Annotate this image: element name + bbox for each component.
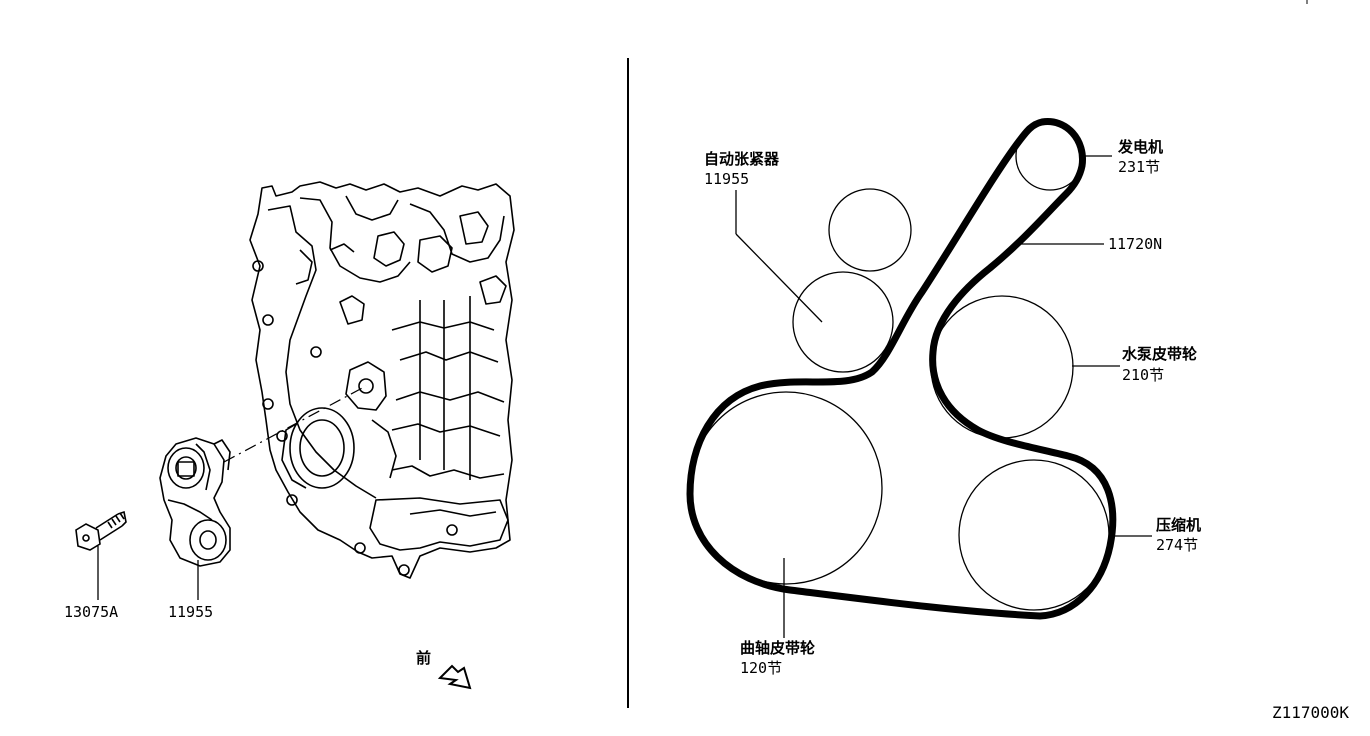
tensioner-name: 自动张紧器 [704, 150, 780, 168]
belt-part-number: 11720N [1108, 235, 1163, 253]
engine-block-illustration [249, 181, 515, 579]
crankshaft-spec: 120节 [740, 659, 783, 677]
bolt-part-number: 13075A [64, 603, 119, 621]
leader-tensioner-diag [735, 233, 823, 323]
water-pump-name: 水泵皮带轮 [1122, 345, 1198, 363]
mount-alignment-line [223, 385, 367, 463]
tensioner-assembly-illustration [159, 437, 231, 567]
compressor-pulley [958, 459, 1110, 611]
idler-pulley [828, 188, 912, 272]
water-pump-spec: 210节 [1122, 366, 1165, 384]
compressor-spec: 274节 [1156, 536, 1199, 554]
water-pump-pulley [930, 295, 1074, 439]
diagram-code: Z117000K [1272, 703, 1350, 722]
drive-belt [686, 118, 1117, 620]
alternator-name: 发电机 [1118, 138, 1164, 156]
alternator-spec: 231节 [1118, 158, 1161, 176]
tensioner-pulley [792, 271, 894, 373]
front-label: 前 [416, 649, 432, 667]
bolt-illustration [75, 510, 127, 551]
tensioner-part-number: 11955 [704, 170, 750, 188]
pulleys [689, 121, 1110, 611]
tensioner-part-number-left: 11955 [168, 603, 214, 621]
compressor-name: 压缩机 [1156, 516, 1202, 534]
crankshaft-name: 曲轴皮带轮 [740, 639, 816, 657]
front-arrow-icon [437, 664, 472, 690]
